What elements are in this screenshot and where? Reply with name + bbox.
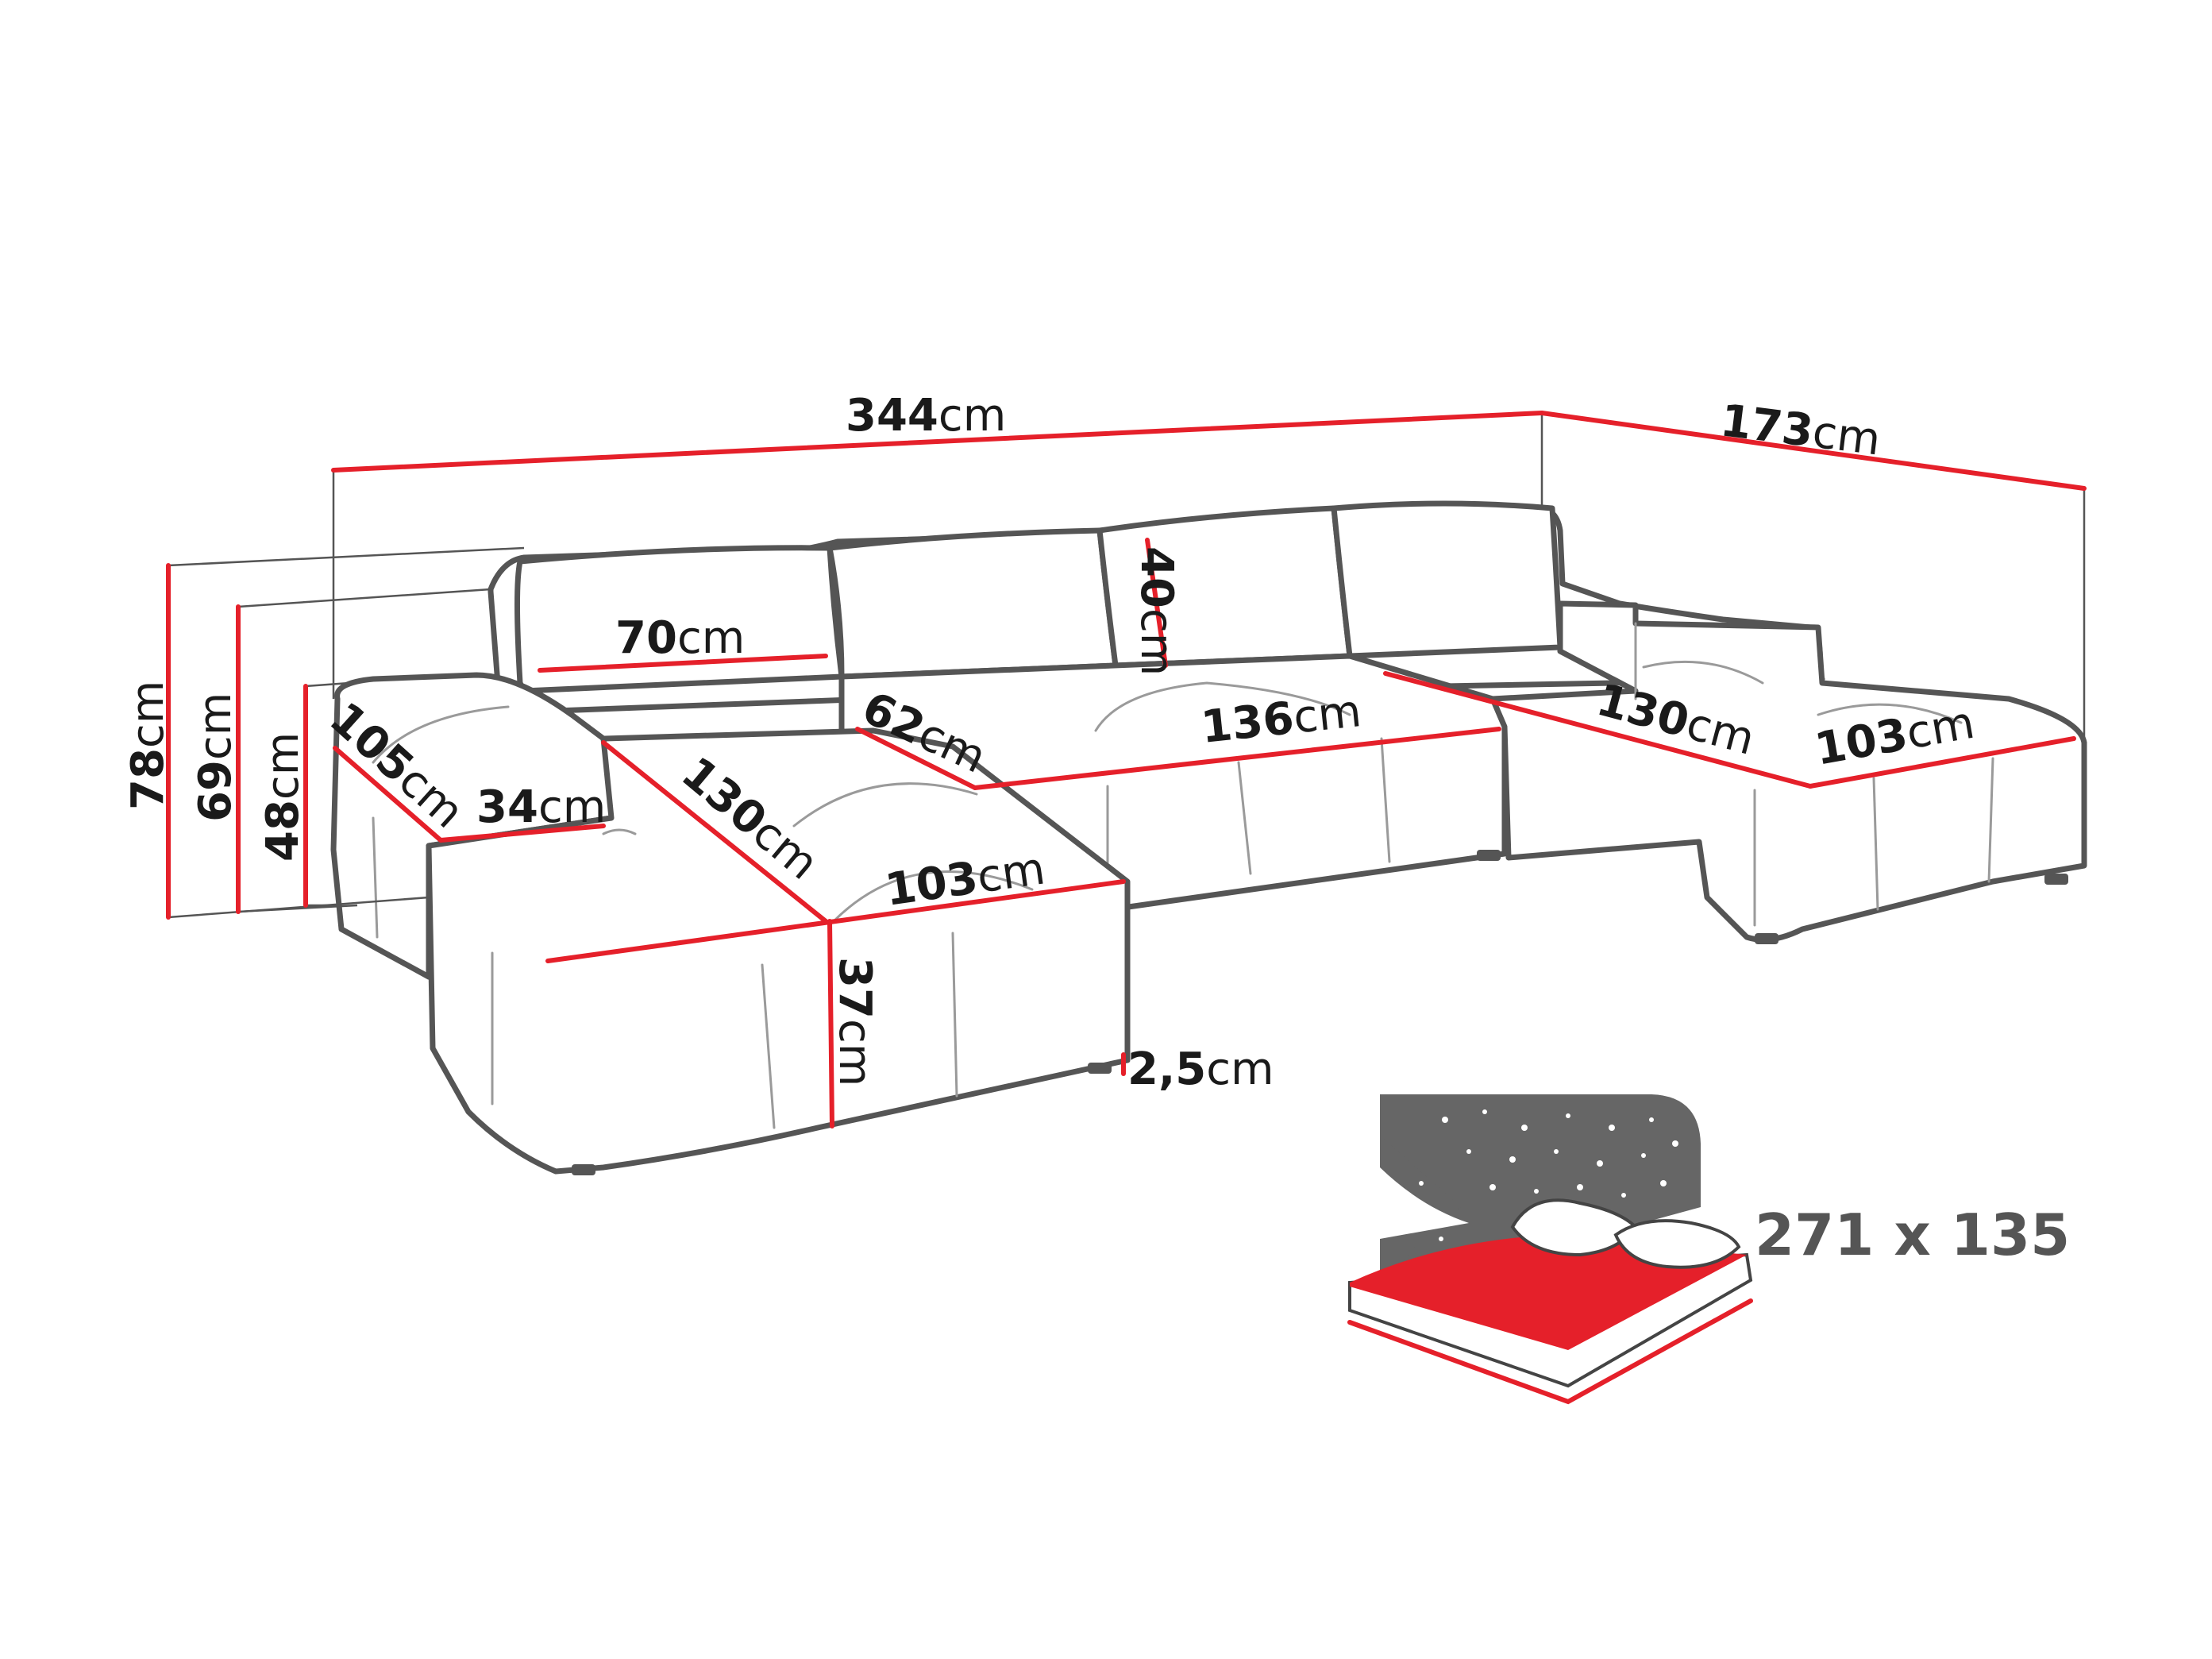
label-right-depth: 173cm <box>1717 395 1883 465</box>
sofa-feet <box>572 850 2068 1175</box>
dim-line-middle-width <box>973 727 1501 790</box>
label-arm-width: 34cm <box>476 781 606 833</box>
label-height-total: 78cm <box>122 681 174 810</box>
dim-line-left-chaise-width <box>545 879 1126 963</box>
right-chaise <box>1489 600 2087 943</box>
sofa-outline <box>330 500 2087 1175</box>
bed-sleep-area-icon <box>1347 1094 1753 1405</box>
label-middle-width: 136cm <box>1199 685 1364 754</box>
label-cushion-width: 70cm <box>615 612 745 664</box>
back-cushion-1 <box>514 545 845 694</box>
back-cushion-4 <box>1331 500 1563 659</box>
label-total-width: 344cm <box>846 390 1006 442</box>
label-leg-height: 2,5cm <box>1127 1044 1274 1095</box>
label-height-back: 69cm <box>190 693 241 822</box>
dim-line-right-depth <box>1540 411 2087 491</box>
label-left-chaise-width: 103cm <box>882 843 1048 916</box>
left-chaise <box>426 727 1131 1175</box>
dim-line-left-chaise-length <box>601 740 828 924</box>
dim-line-arm-depth <box>333 746 443 843</box>
dim-line-cushion-width <box>538 654 828 673</box>
dim-line-seat-height <box>827 919 834 1129</box>
label-height-arm: 48cm <box>257 732 309 862</box>
back-cushion-2 <box>827 527 1119 680</box>
dim-line-arm-width <box>438 824 606 843</box>
dim-line-total-width <box>331 411 1544 473</box>
bed-size-label: 271 x 135 <box>1755 1202 2070 1268</box>
dimension-lines <box>166 411 2087 1129</box>
label-cushion-height: 40cm <box>1131 546 1182 676</box>
dim-line-cushion-height <box>1145 538 1168 668</box>
label-seat-height: 37cm <box>829 957 881 1086</box>
dim-line-right-chaise-length <box>1383 671 1813 789</box>
extension-lines <box>168 413 2086 919</box>
dim-line-seat-depth <box>855 727 977 790</box>
dim-line-right-chaise-width <box>1808 736 2076 789</box>
